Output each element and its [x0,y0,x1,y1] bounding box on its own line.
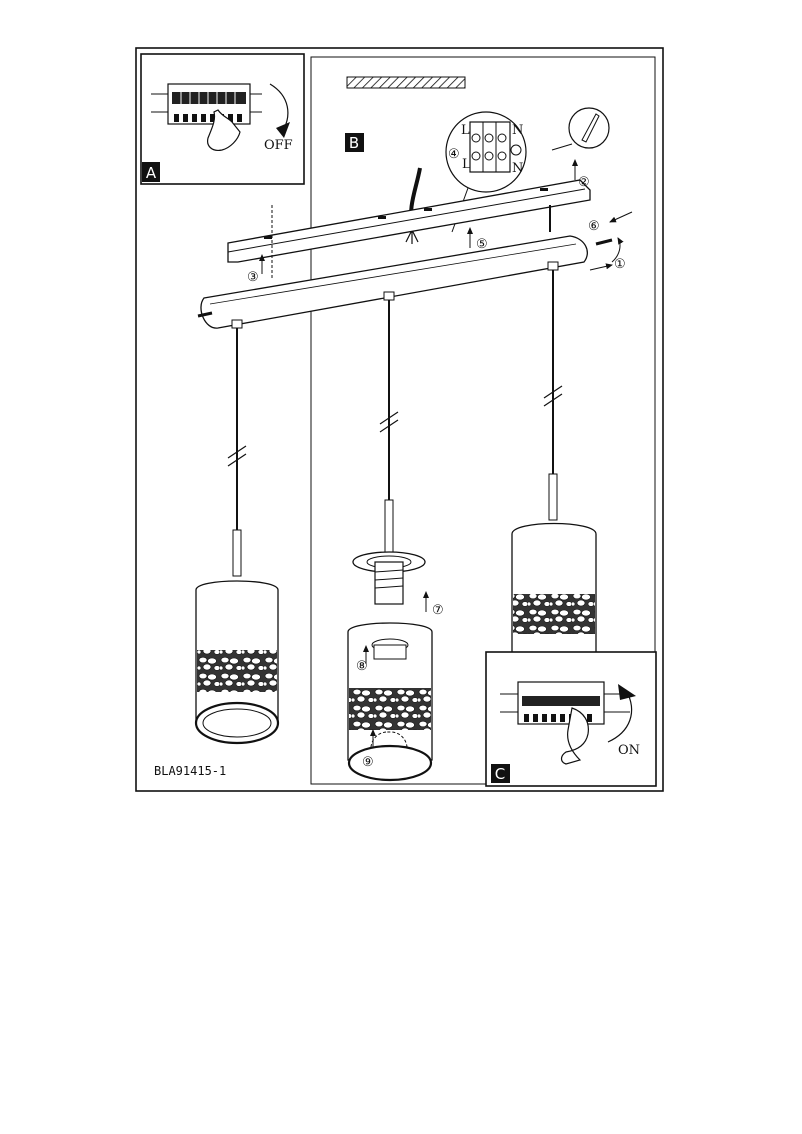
step-7: ⑦ [432,603,444,618]
svg-text:L: L [462,157,471,172]
step-4: ④ [448,147,460,162]
svg-text:N: N [512,123,523,138]
panel-c-label: C [495,765,505,783]
pendant-right [511,261,597,655]
pendant-middle: ⑦ ⑧ ⑨ [347,291,444,782]
hand-icon [207,109,241,151]
pendant-left [194,319,280,745]
svg-text:L: L [461,123,470,138]
step-5: ⑤ [476,237,488,252]
panel-b-label: B [349,134,359,152]
hand-icon [560,707,589,765]
step-2: ② [578,175,590,190]
canopy-channel [200,235,588,329]
panel-b-frame [310,56,656,785]
panel-a-action: OFF [264,138,293,153]
step-3: ③ [247,270,259,285]
earth-icon [510,144,522,156]
terminal-block-icon: L N L N [445,111,527,233]
mounting-bracket [227,179,591,263]
sheet-code: BLA91415-1 [154,764,226,778]
panel-b: B L N L N ④ [194,76,633,782]
panel-a-label: A [146,164,157,182]
breaker-icon [500,681,630,725]
panel-c-action: ON [618,743,640,758]
step-6: ⑥ [588,219,600,234]
panel-c: ON C [485,651,657,787]
step-8: ⑧ [356,659,368,674]
step-1: ① [614,257,626,272]
svg-text:N: N [512,161,523,176]
breaker-icon [151,83,262,125]
step-9: ⑨ [362,755,374,770]
screw-icon [551,107,610,151]
panel-a: OFF A [140,53,305,185]
ceiling-hatch [346,76,466,89]
